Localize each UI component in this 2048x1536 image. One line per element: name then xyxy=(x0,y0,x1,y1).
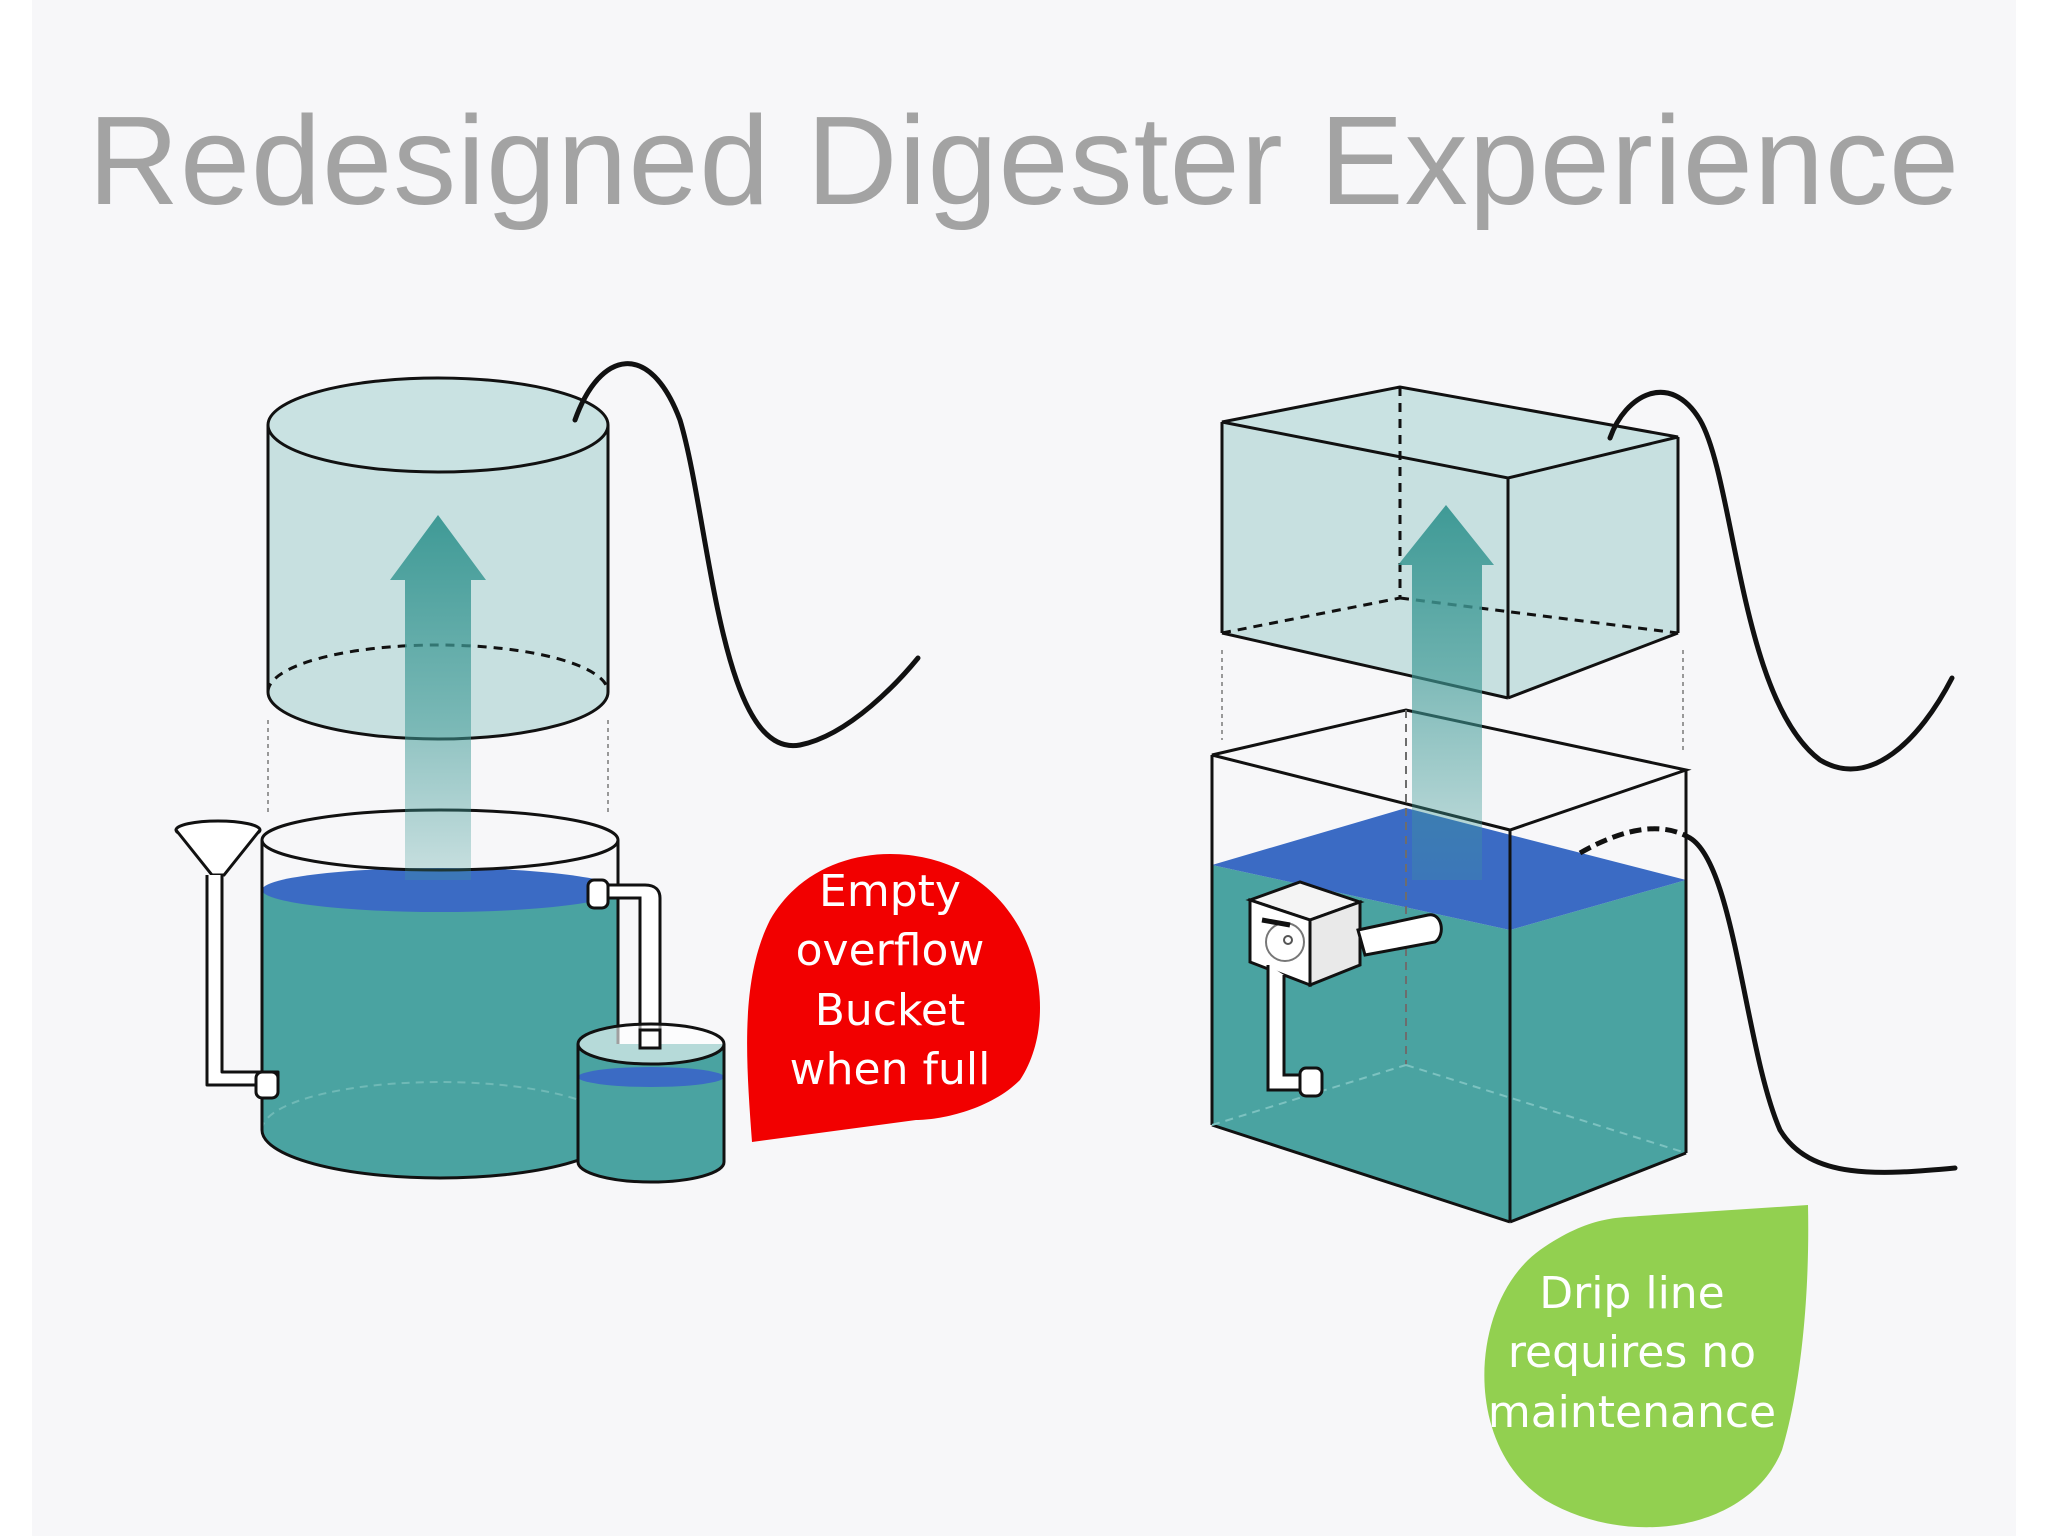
callout-overflow-text: Empty overflow Bucket when full xyxy=(740,862,1040,1100)
callout-drip-bubble xyxy=(1484,1205,1809,1528)
callout-drip-text: Drip line requires no maintenance xyxy=(1462,1264,1802,1442)
callout-overflow-bubble xyxy=(747,854,1040,1142)
cylinder-digester-icon xyxy=(174,361,921,1184)
drip-line-icon xyxy=(1578,826,1692,856)
slide-title: Redesigned Digester Experience xyxy=(87,90,1961,231)
callout-overflow-line: overflow xyxy=(795,925,985,977)
callout-drip-line: requires no xyxy=(1507,1327,1757,1379)
drip-line-tail xyxy=(1687,835,1958,1175)
overflow-bucket-icon xyxy=(576,1022,726,1184)
callout-overflow-line: Empty xyxy=(819,866,961,917)
gas-line-icon xyxy=(572,361,921,748)
callout-overflow-line: when full xyxy=(789,1044,991,1096)
pump-icon xyxy=(1245,880,1443,1098)
box-up-arrow xyxy=(1398,505,1494,880)
callout-drip-line: maintenance xyxy=(1487,1386,1777,1438)
gas-line-icon xyxy=(1607,389,1955,772)
callout-drip-line: Drip line xyxy=(1539,1268,1725,1319)
overflow-pipe-cap xyxy=(586,878,610,910)
callout-overflow-line: Bucket xyxy=(814,984,966,1036)
cylinder-up-arrow xyxy=(390,515,486,880)
box-digester-icon xyxy=(1210,385,1958,1224)
funnel-icon xyxy=(174,819,280,1100)
